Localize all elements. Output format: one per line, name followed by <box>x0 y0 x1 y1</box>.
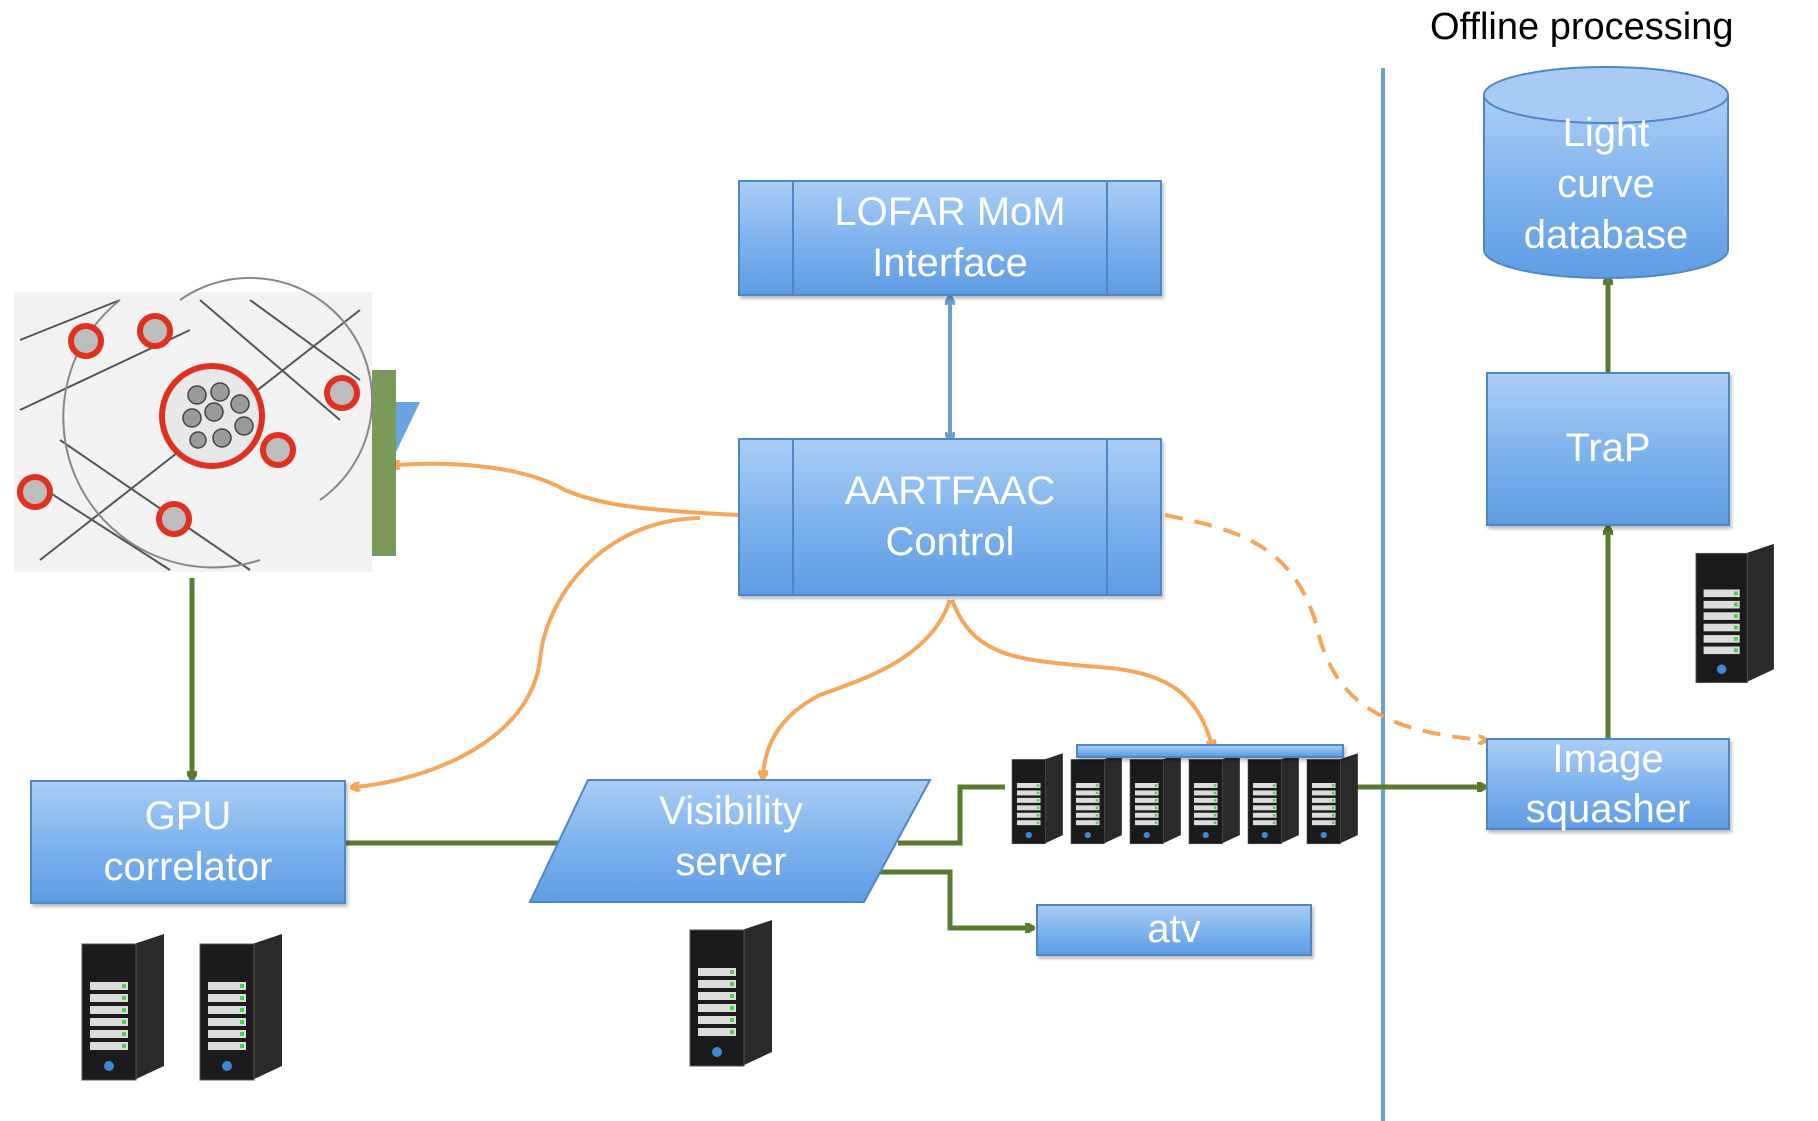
visibility-server-shape[interactable] <box>528 779 932 903</box>
image-squasher-label: Image squasher <box>1525 737 1691 831</box>
light-curve-db-label: Light curve database <box>1523 111 1689 258</box>
station-map-image <box>14 276 420 572</box>
trap-label: TraP <box>1565 426 1651 471</box>
server-tower-icon <box>1306 753 1358 845</box>
lofar-mom-interface-label: LOFAR MoM Interface <box>834 189 1066 285</box>
server-tower-icon <box>689 920 772 1067</box>
box-divider-right <box>1106 440 1108 594</box>
server-tower-icon <box>1247 753 1299 845</box>
atv-box[interactable]: atv <box>1036 904 1312 956</box>
box-divider-left <box>792 440 794 594</box>
server-tower-icon <box>1129 753 1181 845</box>
image-squasher-box[interactable]: Image squasher <box>1486 737 1730 831</box>
trap-box[interactable]: TraP <box>1486 372 1730 526</box>
server-tower-icon <box>199 934 282 1081</box>
gpu-correlator-label: GPU correlator <box>103 793 273 889</box>
offline-processing-title: Offline processing <box>1430 6 1734 48</box>
link-visibility-atv <box>860 869 1030 928</box>
link-control-visibility <box>763 599 952 775</box>
link-control-imagers <box>950 599 1212 745</box>
atv-label: atv <box>1147 907 1201 952</box>
box-divider-right <box>1106 182 1108 294</box>
light-curve-db-cylinder[interactable] <box>1483 66 1729 279</box>
server-tower-icon <box>1188 753 1240 845</box>
visibility-server-label: Visibility server <box>659 789 803 885</box>
server-tower-icon <box>1011 753 1063 845</box>
server-tower-icon <box>1070 753 1122 845</box>
link-control-squasher-dashed <box>1164 513 1483 740</box>
link-visibility-imagers <box>898 784 1005 846</box>
server-tower-icon <box>1695 543 1774 684</box>
box-divider-left <box>792 182 794 294</box>
gpu-correlator-box[interactable]: GPU correlator <box>30 780 346 904</box>
aartfaac-control-label: AARTFAAC Control <box>844 468 1056 564</box>
server-tower-icon <box>81 934 164 1081</box>
link-control-gpu <box>355 516 701 787</box>
imager-cluster-box[interactable] <box>1076 744 1344 758</box>
aartfaac-control-box[interactable]: AARTFAAC Control <box>738 438 1162 596</box>
link-control-stations <box>395 464 739 517</box>
lofar-mom-interface-box[interactable]: LOFAR MoM Interface <box>738 180 1162 296</box>
